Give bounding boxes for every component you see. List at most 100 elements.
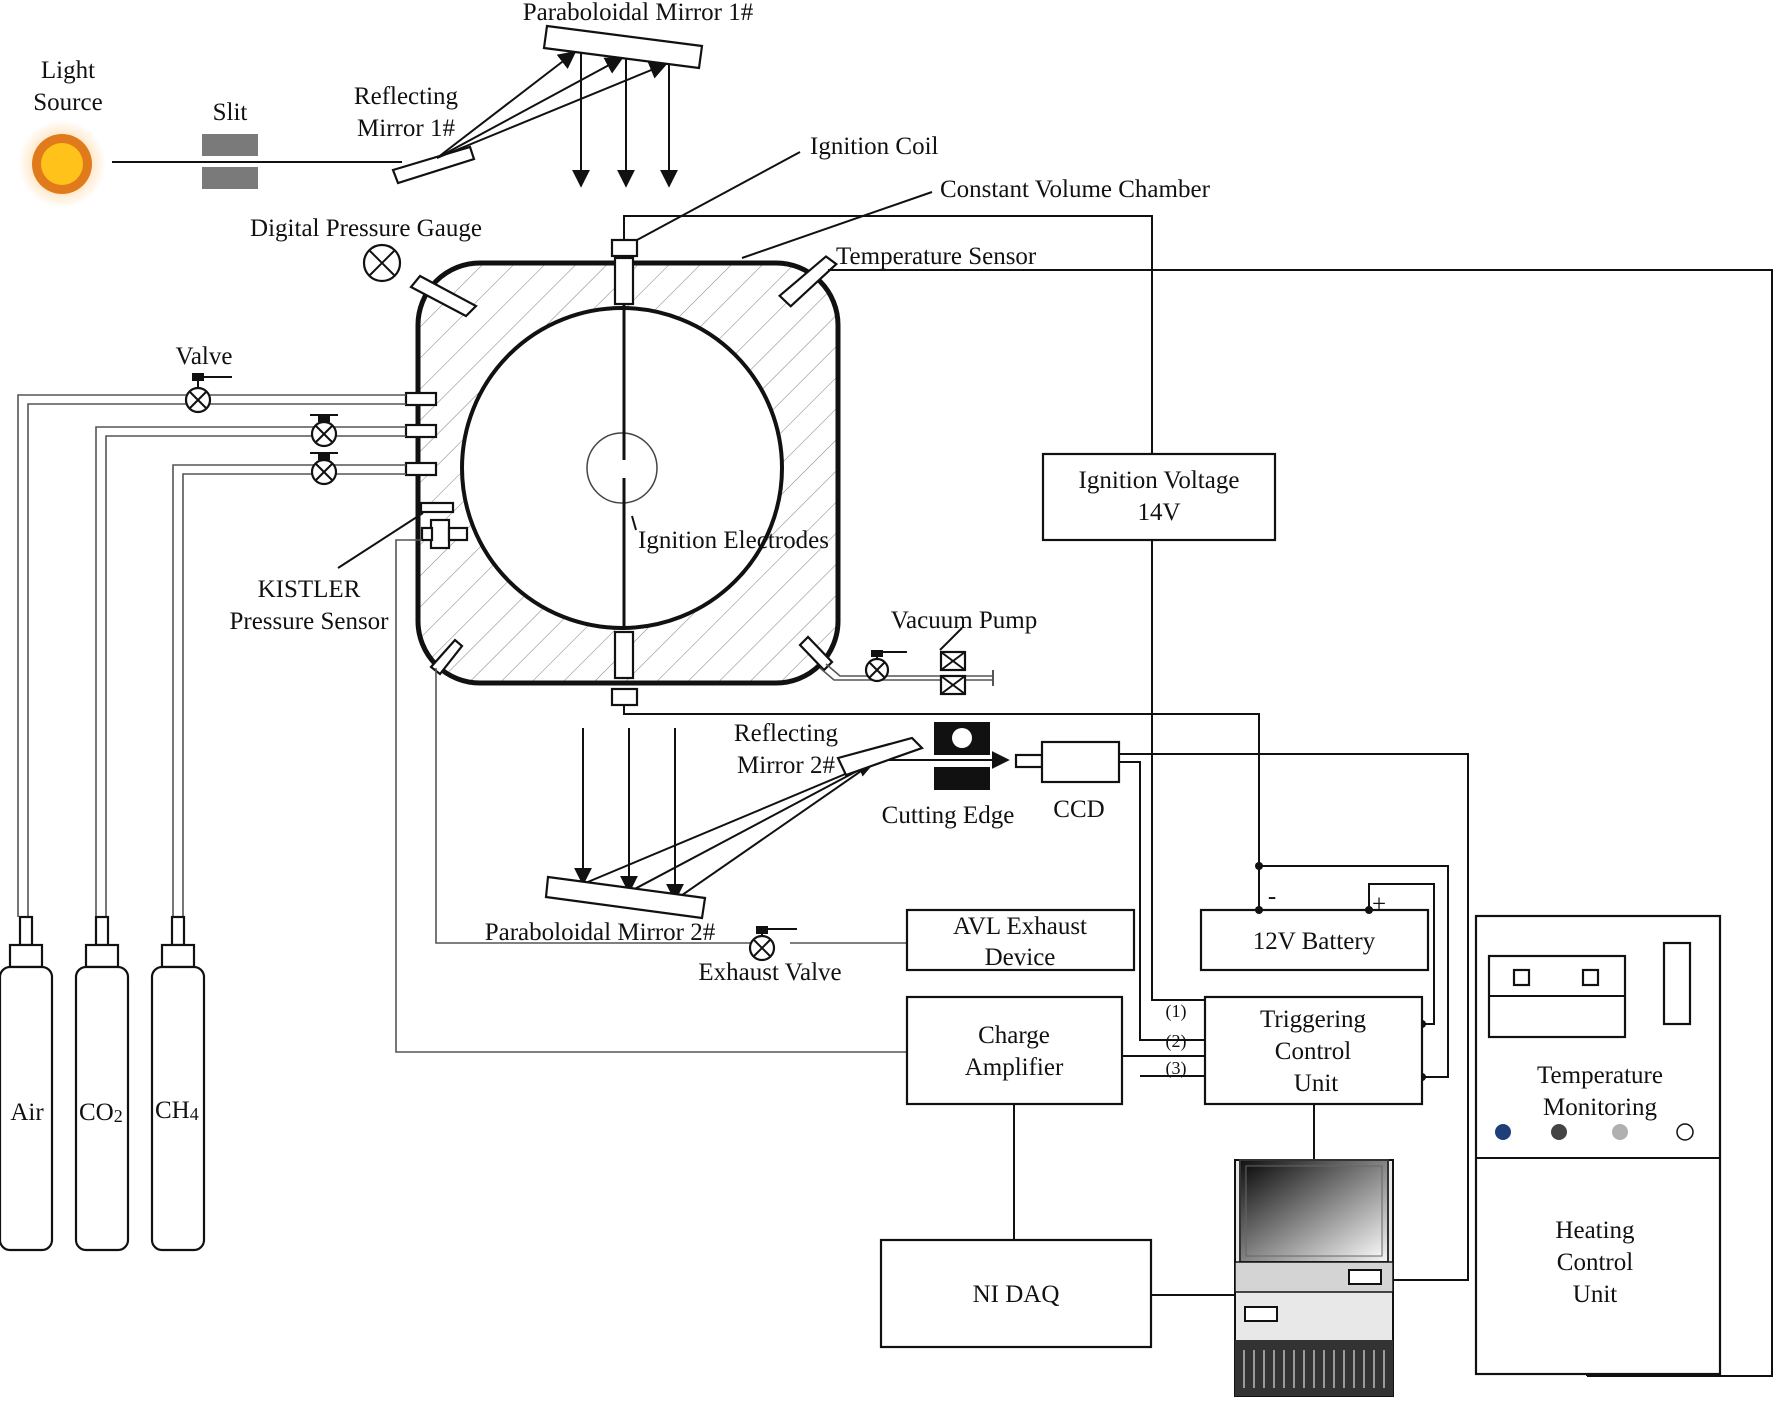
exhaust-port [429, 638, 464, 676]
cylinder-co2-label: CO2 [79, 1099, 123, 1126]
valve-co2 [310, 414, 338, 448]
digital-pressure-gauge [362, 243, 478, 318]
lower-terminal [610, 687, 639, 707]
battery-minus-label: - [1268, 883, 1276, 910]
battery-node [1255, 862, 1263, 870]
vacuum-line-a [825, 663, 994, 677]
vacuum-pump-label: Vacuum Pump [891, 607, 1038, 634]
charge-amplifier-label-2: Amplifier [965, 1054, 1064, 1081]
beam-fan-2 [574, 728, 1010, 902]
inlet-port-ch4 [404, 461, 438, 477]
slit [202, 134, 258, 189]
ccd-label: CCD [1053, 796, 1104, 823]
ignition-coil-terminal [610, 238, 639, 258]
indicator-light-2 [1551, 1124, 1567, 1140]
vacuum-line-b [819, 667, 994, 681]
ignition-voltage-box [1041, 452, 1277, 542]
flame-kernel [586, 432, 658, 504]
triggering-label-1: Triggering [1260, 1006, 1367, 1033]
temperature-monitoring-label-2: Monitoring [1543, 1094, 1657, 1121]
port-1-label: (1) [1166, 1001, 1187, 1022]
inlet-port-air [404, 391, 438, 407]
light-source [18, 120, 106, 208]
paraboloidal-mirror-2 [544, 875, 707, 920]
reflecting-mirror-1-label-2: Mirror 1# [357, 115, 455, 142]
cutting-edge-label: Cutting Edge [882, 802, 1015, 829]
cylinder-air [0, 915, 54, 1252]
indicator-light-1 [1495, 1124, 1511, 1140]
reflecting-mirror-2-label-2: Mirror 2# [737, 752, 835, 779]
trigger-feedback [1259, 865, 1449, 1078]
ignition-voltage-label-1: Ignition Voltage [1079, 467, 1240, 494]
temperature-sensor [777, 255, 839, 308]
exhaust-line [435, 668, 752, 944]
triggering-label-3: Unit [1294, 1070, 1339, 1097]
constant-volume-chamber [415, 238, 841, 707]
cylinder-ch4 [150, 915, 206, 1252]
ignition-electrodes-label: Ignition Electrodes [638, 527, 829, 554]
ccd-camera [1014, 740, 1121, 784]
computer-drive-1 [1348, 1269, 1382, 1285]
light-source-label-2: Source [33, 89, 102, 116]
temperature-heating-cabinet [1474, 914, 1722, 1376]
chamber-leader [741, 191, 933, 259]
electrode-port-bottom [613, 630, 635, 680]
electrode-port-top [613, 256, 635, 306]
vacuum-valve [864, 650, 907, 683]
reflecting-mirror-2-label-1: Reflecting [734, 720, 839, 747]
computer-drive-2 [1244, 1306, 1278, 1322]
ignition-coil-label: Ignition Coil [810, 133, 939, 160]
temperature-sensor-line [828, 269, 1773, 1377]
temperature-monitoring-label-1: Temperature [1537, 1062, 1663, 1089]
kistler-leader [337, 512, 424, 569]
charge-amplifier-label-1: Charge [978, 1022, 1050, 1049]
vacuum-pump-leader [939, 627, 963, 651]
battery-label: 12V Battery [1253, 928, 1376, 955]
indicator-light-3 [1612, 1124, 1628, 1140]
light-source-label-1: Light [41, 57, 95, 84]
monitor-slot [1662, 941, 1692, 1026]
exhaust-valve [748, 926, 797, 962]
monitor-button-1[interactable] [1512, 968, 1531, 987]
battery-plus-to-trigger [1368, 883, 1435, 1025]
cylinder-ch4-label: CH4 [155, 1097, 199, 1124]
digital-pressure-gauge-label: Digital Pressure Gauge [250, 215, 482, 242]
lower-terminal-to-battery [623, 705, 1260, 910]
beam-fan-1 [436, 50, 678, 188]
avl-exhaust-device-box [905, 908, 1136, 972]
temperature-sensor-label: Temperature Sensor [836, 243, 1037, 270]
cylinder-air-label: Air [10, 1099, 44, 1126]
kistler-pressure-sensor [419, 501, 469, 550]
ignition-voltage-to-trigger [1151, 540, 1205, 1001]
computer [1234, 1159, 1394, 1397]
valve-label: Valve [176, 343, 233, 370]
charge-amplifier-box [905, 995, 1124, 1106]
reflecting-mirror-2 [836, 736, 925, 777]
inlet-port-co2 [404, 423, 438, 439]
ignition-coil-wire [623, 215, 1153, 454]
constant-volume-chamber-label: Constant Volume Chamber [940, 176, 1211, 203]
battery-plus-label: + [1372, 891, 1386, 918]
avl-label-1: AVL Exhaust [953, 913, 1087, 940]
battery-minus-terminal [1255, 906, 1263, 914]
light-source-core [41, 143, 83, 185]
cutting-edge [934, 722, 990, 790]
kistler-label-2: Pressure Sensor [229, 608, 389, 635]
kistler-label-1: KISTLER [258, 576, 361, 603]
reflecting-mirror-1-label-1: Reflecting [354, 83, 459, 110]
monitor-button-2[interactable] [1581, 968, 1600, 987]
vacuum-pump [939, 650, 967, 696]
paraboloidal-mirror-1 [542, 24, 704, 70]
indicator-light-4 [1676, 1123, 1694, 1141]
reflecting-mirror-1 [391, 145, 476, 185]
ni-daq-box [879, 1238, 1153, 1349]
avl-label-2: Device [985, 944, 1056, 971]
ccd-to-trigger [1118, 760, 1205, 1041]
kistler-signal-line [395, 539, 908, 1053]
valve-ch4 [310, 452, 338, 486]
valve-air [184, 373, 232, 414]
paraboloidal-mirror-1-label: Paraboloidal Mirror 1# [523, 0, 754, 26]
triggering-control-unit-box [1203, 995, 1424, 1106]
